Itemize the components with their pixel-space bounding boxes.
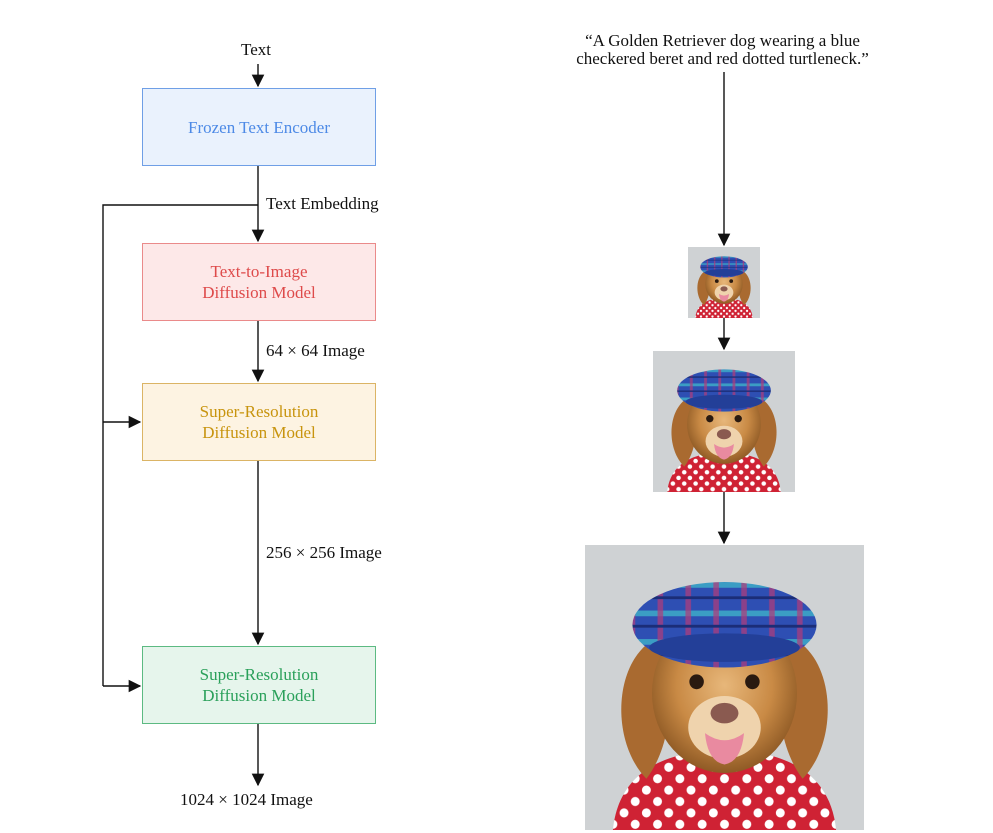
output-1024-label: 1024 × 1024 Image: [180, 790, 313, 809]
output-64-label: 64 × 64 Image: [266, 341, 365, 360]
dog-illustration-64: [688, 247, 760, 318]
t2i-label-line2: Diffusion Model: [202, 283, 316, 302]
output-256-label: 256 × 256 Image: [266, 543, 382, 562]
t2i-label-line1: Text-to-Image: [210, 262, 308, 281]
dog-illustration-256: [653, 351, 795, 492]
example-prompt: “A Golden Retriever dog wearing a blue c…: [520, 32, 925, 68]
prompt-line-2: checkered beret and red dotted turtlenec…: [576, 49, 869, 68]
embedding-branch-line: [102, 204, 258, 686]
super-resolution-box-2: Super-Resolution Diffusion Model: [142, 646, 376, 724]
super-resolution-box-1: Super-Resolution Diffusion Model: [142, 383, 376, 461]
dog-image-256: [653, 351, 795, 492]
sr2-label-line1: Super-Resolution: [199, 665, 319, 684]
dog-image-64: [688, 247, 760, 318]
frozen-text-encoder-box: Frozen Text Encoder: [142, 88, 376, 166]
text-to-image-diffusion-box: Text-to-Image Diffusion Model: [142, 243, 376, 321]
text-embedding-label: Text Embedding: [266, 194, 379, 213]
prompt-line-1: “A Golden Retriever dog wearing a blue: [585, 31, 860, 50]
sr2-label-line2: Diffusion Model: [202, 686, 316, 705]
input-text-label: Text: [241, 40, 271, 59]
sr1-label-line2: Diffusion Model: [202, 423, 316, 442]
sr1-label-line1: Super-Resolution: [199, 402, 319, 421]
encoder-label: Frozen Text Encoder: [187, 117, 330, 137]
dog-image-1024: [585, 545, 864, 830]
dog-illustration-1024: [585, 545, 864, 830]
